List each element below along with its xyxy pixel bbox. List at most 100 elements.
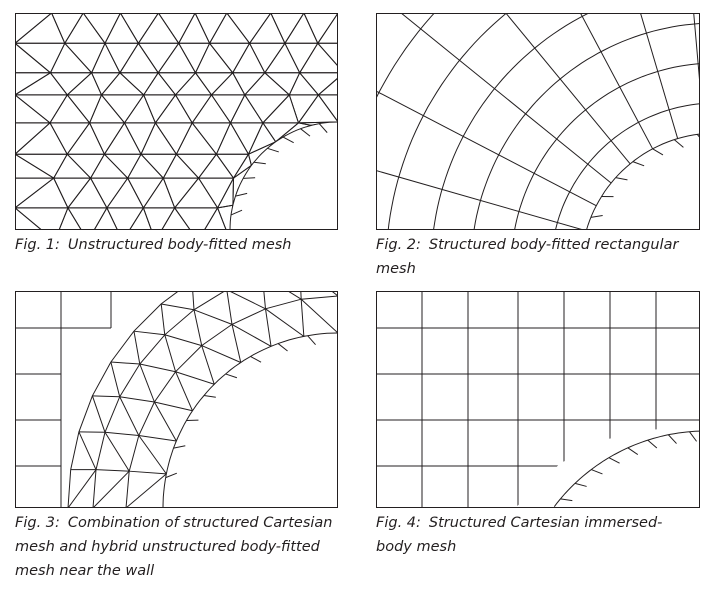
wall-hatch-mark: [667, 434, 677, 444]
mesh-triangle: [178, 42, 211, 74]
mesh-triangle: [142, 177, 176, 209]
mesh-triangle: [261, 94, 300, 124]
figure-3-caption-text: Combination of structured Cartesian mesh…: [15, 515, 333, 579]
figure-4-caption: Fig. 4:Structured Cartesian immersed-bod…: [376, 511, 686, 559]
mesh-triangle: [15, 94, 52, 124]
band-triangle-edge: [153, 401, 177, 442]
mesh-triangle: [137, 13, 180, 44]
figure-1-unstructured-mesh: [15, 13, 338, 230]
band-triangle-edge: [138, 435, 167, 475]
body-region: [516, 428, 700, 508]
band-triangle-edge: [264, 308, 272, 347]
body-wall-curve: [229, 121, 338, 230]
band-arc: [125, 295, 338, 508]
radial-grid-spoke: [505, 13, 631, 165]
mesh-triangle: [298, 42, 338, 74]
body-region: [163, 333, 338, 508]
radial-grid-arc: [432, 13, 590, 230]
radial-grid-spoke: [376, 169, 586, 230]
mesh-triangle: [299, 72, 338, 96]
mesh-triangle: [317, 42, 338, 67]
mesh-triangle: [66, 153, 106, 179]
wall-hatch-mark: [267, 147, 279, 153]
figure-4-immersed-body-mesh: [376, 291, 700, 508]
band-triangle-edge: [164, 334, 177, 372]
figure-4-caption-text: Structured Cartesian immersed-body mesh: [376, 515, 663, 555]
band-triangle-edge: [110, 361, 121, 397]
wall-hatch-mark: [250, 356, 262, 363]
wall-hatch-mark: [165, 472, 178, 479]
mesh-triangle: [15, 42, 52, 74]
wall-hatch-mark: [696, 133, 700, 139]
mesh-triangle: [15, 94, 69, 124]
mesh-triangle: [176, 153, 218, 179]
band-triangle-edge: [300, 291, 302, 300]
band-triangle-edge: [300, 299, 305, 337]
wall-hatch-mark: [318, 123, 328, 133]
wall-hatch-mark: [590, 214, 603, 218]
wall-group: [585, 133, 700, 230]
mesh-triangle: [126, 153, 165, 179]
mesh-triangle: [101, 94, 145, 124]
radial-grid-arc: [554, 103, 700, 230]
mesh-triangle: [231, 43, 266, 74]
mesh-triangle: [15, 13, 66, 44]
mesh-triangle: [284, 42, 319, 74]
mesh-triangle: [49, 122, 91, 156]
body-wall-curve: [162, 332, 338, 508]
band-arc: [67, 291, 180, 508]
band-triangle-edge: [95, 469, 130, 472]
radial-grid-arc: [387, 13, 508, 230]
band-triangle-edge: [133, 331, 141, 365]
band-triangle-edge: [228, 291, 266, 310]
band-triangle-edge: [192, 291, 195, 310]
band-triangle-edge: [226, 291, 233, 325]
mesh-triangle: [64, 42, 106, 74]
mesh-triangle: [215, 122, 250, 155]
mesh-triangle: [119, 13, 159, 45]
mesh-triangle: [174, 72, 213, 96]
band-triangle-edge: [110, 361, 140, 365]
band-triangle-edge: [231, 323, 272, 347]
band-triangle-edge: [175, 371, 193, 411]
mesh-triangle: [103, 122, 142, 155]
figure-2-caption-text: Structured body-fitted rectangular mesh: [376, 237, 679, 277]
mesh-triangle: [198, 177, 235, 209]
figure-1-caption: Fig. 1:Unstructured body-fitted mesh: [15, 233, 345, 257]
mesh-triangle: [100, 72, 145, 96]
mesh-triangle: [123, 94, 157, 124]
mesh-triangle: [66, 94, 103, 124]
mesh-triangle: [119, 72, 160, 96]
band-triangle-edge: [91, 395, 106, 433]
band-triangle-edge: [300, 298, 338, 334]
mesh-triangle: [161, 207, 191, 230]
band-triangle-edge: [139, 363, 176, 373]
band-triangle-edge: [119, 396, 155, 403]
cartesian-immersed-body-mesh-drawing: [376, 291, 700, 508]
mesh-triangle: [194, 42, 234, 74]
unstructured-mesh-drawing: [15, 13, 338, 230]
body-wall-curve: [553, 430, 700, 507]
mesh-triangle: [248, 13, 286, 44]
figure-4-label: Fig. 4:: [376, 515, 421, 531]
wall-hatch-mark: [673, 139, 684, 148]
figure-3-caption: Fig. 3:Combination of structured Cartesi…: [15, 511, 335, 583]
figure-2-caption: Fig. 2:Structured body-fitted rectangula…: [376, 233, 706, 281]
mesh-triangle: [317, 77, 338, 96]
figure-frame: [15, 13, 338, 230]
body-wall-curve: [585, 133, 700, 230]
mesh-triangle: [157, 43, 197, 74]
wall-hatch-mark: [647, 439, 658, 449]
wall-hatch-mark: [282, 136, 294, 144]
mesh-triangle: [15, 177, 69, 209]
mesh-triangle: [49, 94, 91, 124]
mesh-triangle: [157, 72, 197, 96]
band-triangle-edge: [263, 291, 266, 309]
mesh-triangle: [15, 207, 43, 230]
mesh-triangle: [104, 153, 142, 179]
mesh-triangle: [52, 153, 92, 179]
mesh-triangle: [173, 177, 219, 209]
mesh-triangle: [203, 207, 227, 230]
figure-frame: [376, 291, 700, 508]
wall-hatch-mark: [652, 148, 664, 156]
